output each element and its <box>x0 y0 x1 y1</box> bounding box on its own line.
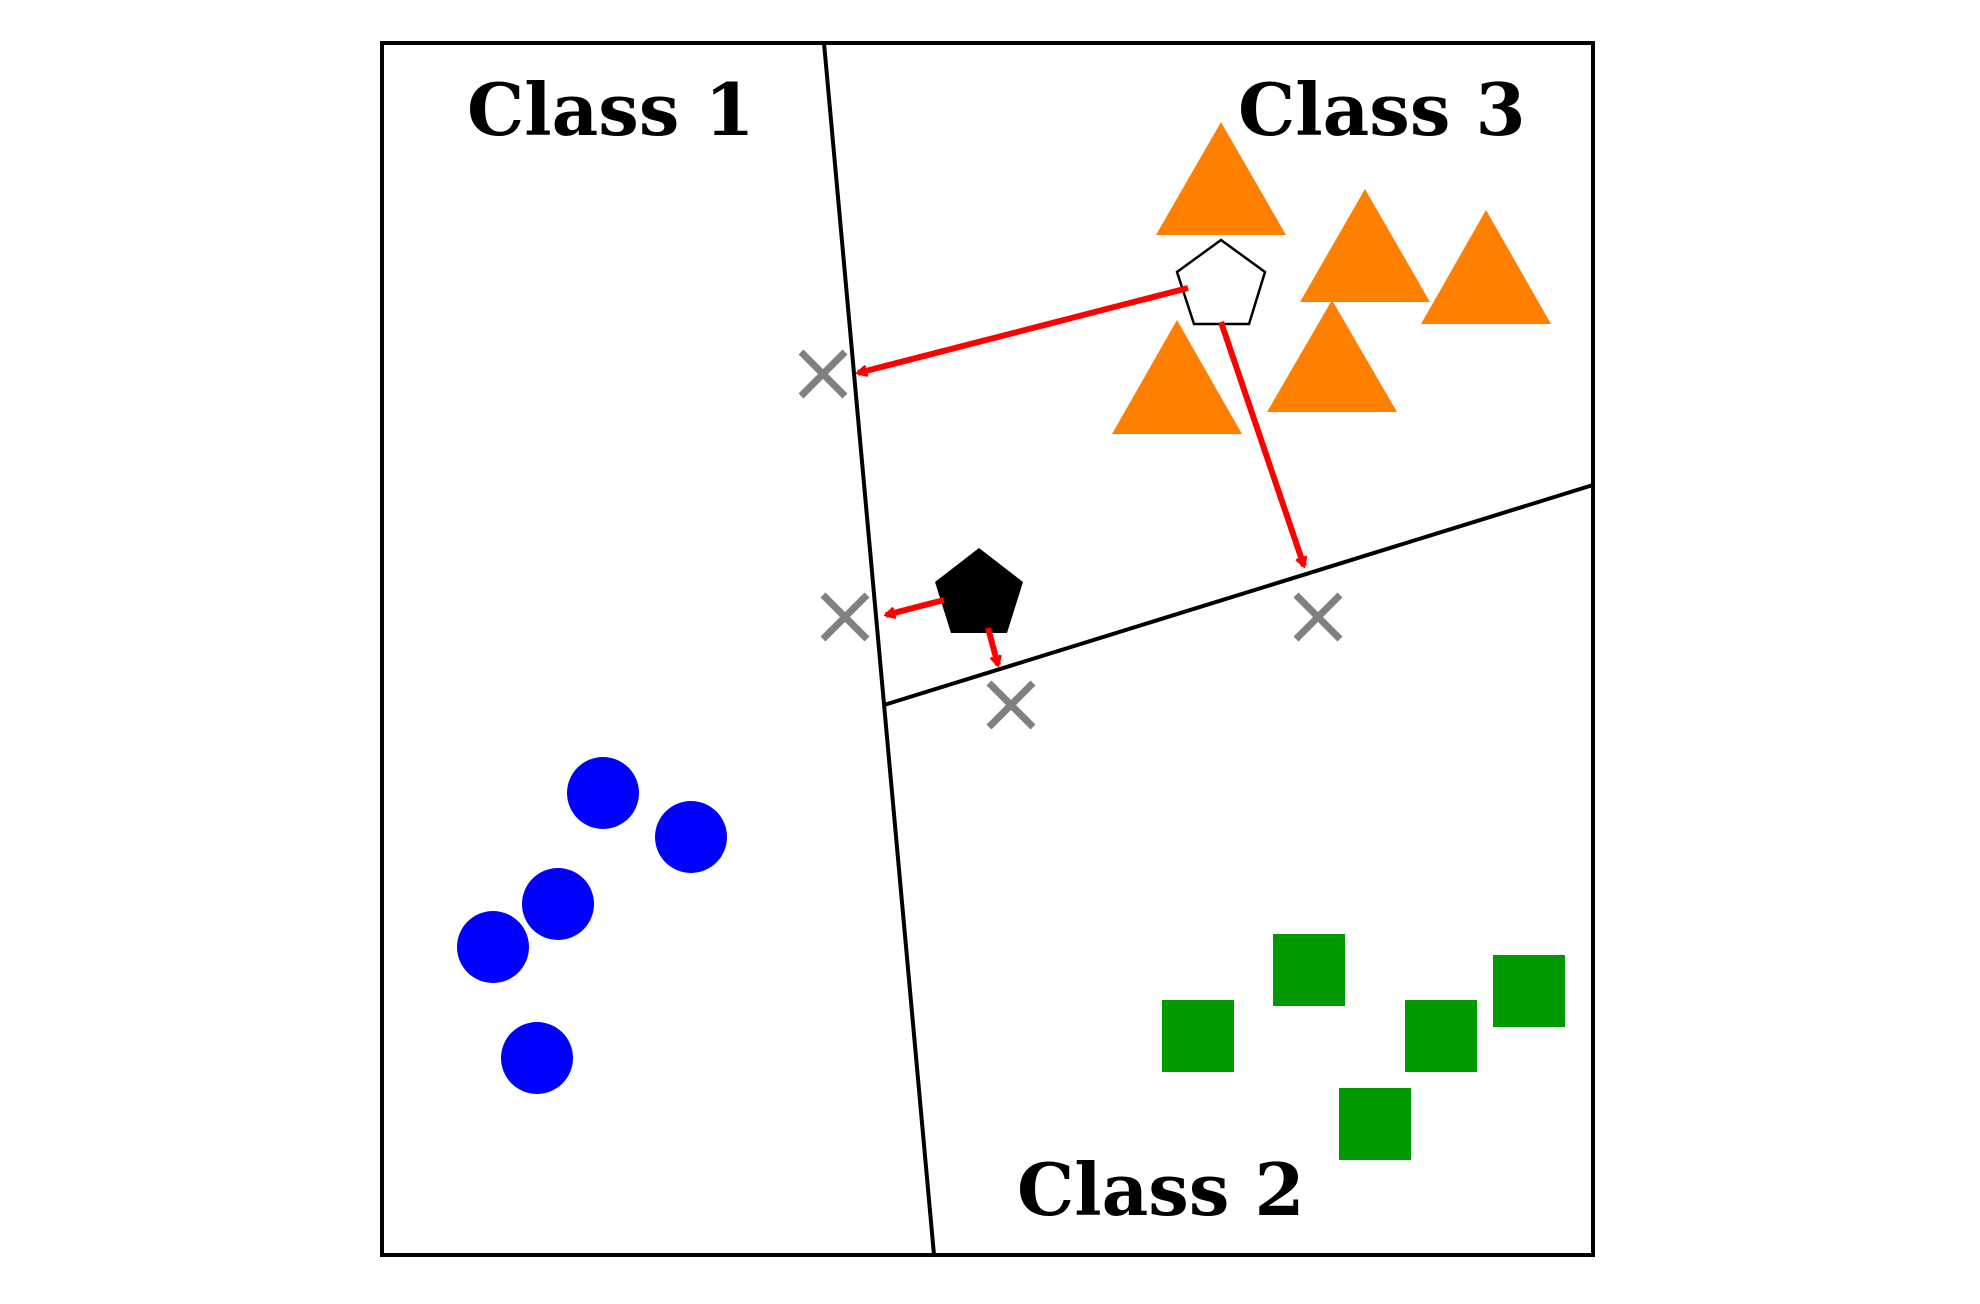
class-3-point <box>1267 300 1397 412</box>
boundary-line-class2-class3 <box>883 483 1594 707</box>
projection-arrows <box>858 285 1304 665</box>
arrow-hollow-to-class1-boundary <box>858 285 1189 373</box>
x-mark-icon <box>798 349 848 399</box>
class-1-point <box>522 868 594 940</box>
x-mark-icon <box>820 592 870 642</box>
class-1-point <box>655 801 727 873</box>
class-1-points <box>457 757 727 1094</box>
class-2-label: Class 2 <box>1017 1147 1305 1232</box>
class-2-point <box>1493 955 1565 1027</box>
class-3-point <box>1112 320 1242 434</box>
class-2-point <box>1162 1000 1234 1072</box>
arrow-hollow-to-class2-boundary <box>1218 321 1304 566</box>
class-2-point <box>1339 1088 1411 1160</box>
x-mark-icon <box>1293 592 1343 642</box>
class-1-point <box>457 911 529 983</box>
class-3-label: Class 3 <box>1238 67 1526 152</box>
class-1-point <box>501 1022 573 1094</box>
arrow-solid-to-class1-boundary <box>886 597 945 615</box>
class-2-point <box>1273 934 1345 1006</box>
class-2-point <box>1405 1000 1477 1072</box>
class-2-points <box>1162 934 1565 1160</box>
projection-marks <box>798 349 1343 730</box>
solid-pentagon-point <box>935 548 1023 633</box>
arrow-solid-to-class2-boundary <box>985 627 998 665</box>
class-1-point <box>567 757 639 829</box>
hollow-pentagon-point <box>1175 238 1267 326</box>
class-3-point <box>1300 189 1430 302</box>
class-3-point <box>1156 122 1286 235</box>
class-3-point <box>1421 210 1551 324</box>
plot-frame <box>380 41 1595 1257</box>
boundary-line-class1 <box>822 42 936 1256</box>
class-1-label: Class 1 <box>467 67 755 152</box>
class-3-points <box>1112 122 1551 434</box>
x-mark-icon <box>986 680 1036 730</box>
